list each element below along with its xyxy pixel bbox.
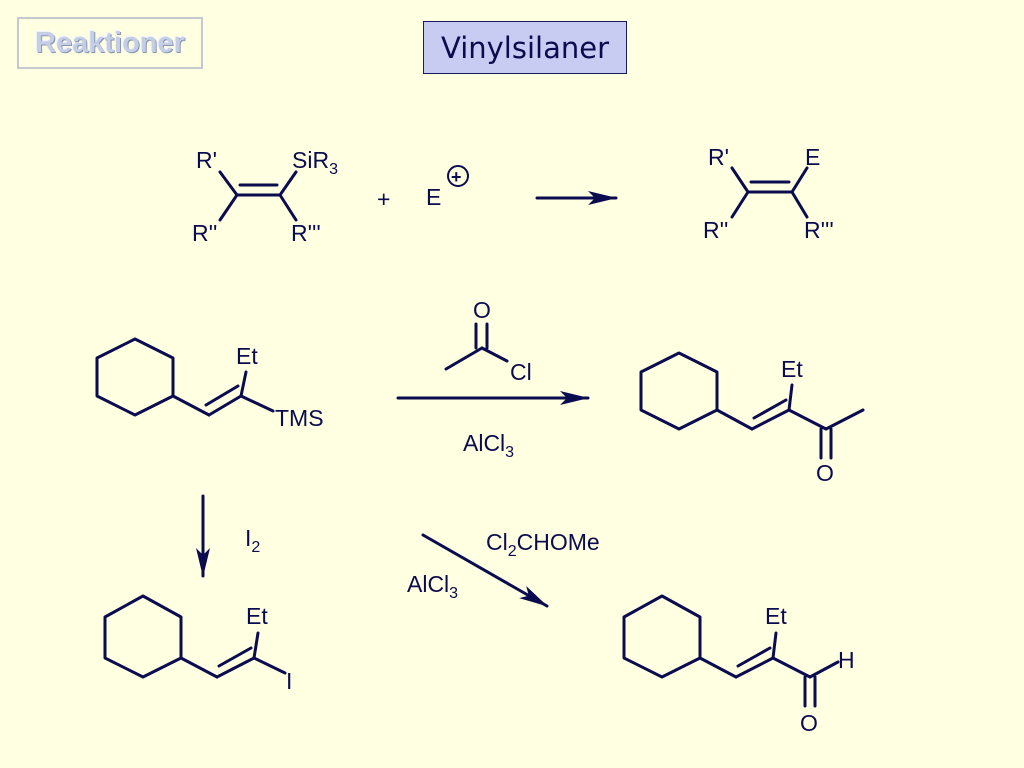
r1-electrophile: E [426,184,441,210]
reaction4-product [622,594,840,708]
r1-sm-rtriple: R''' [291,220,321,246]
r1-charge-sign: + [451,167,462,187]
r2-reagent-cl: Cl [510,359,532,385]
reaction2-acyl-chloride [444,322,509,371]
r2-pr-o: O [816,460,834,486]
r1-sm-si: SiR [292,147,329,173]
r4-reagent-chome: CHOMe [517,529,600,555]
reaction1-charge-circle [447,165,469,187]
r3-pr-i: I [286,668,292,694]
r1-pr-rprime: R' [708,144,729,170]
slide-title-text: Vinylsilaner [441,30,609,65]
reaction4-arrow [421,533,549,608]
r4-pr-o: O [800,710,818,736]
r2-sm-tms: TMS [275,405,324,431]
r1-pr-rtriple: R''' [804,217,834,243]
r2-catalyst: AlCl3 [463,430,514,461]
r2-reagent-o: O [473,297,491,323]
r4-catalyst-main: AlCl [407,571,449,597]
r4-reagent: Cl2CHOMe [486,529,600,560]
r4-pr-et: Et [765,603,787,629]
r1-sm-rdouble: R'' [192,220,217,246]
r2-sm-et: Et [236,343,258,369]
reaction2-product [639,351,865,460]
reaktioner-nav-button[interactable]: Reaktioner [17,17,203,69]
r1-pr-e: E [805,144,820,170]
r3-pr-et: Et [246,603,268,629]
reaction1-starting-material [218,170,298,222]
r1-sm-sir3: SiR3 [292,147,338,178]
r2-catalyst-main: AlCl [463,430,505,456]
r4-catalyst-sub: 3 [449,585,458,602]
r3-reagent: I2 [245,525,260,556]
reaktioner-nav-label: Reaktioner [35,26,185,59]
r1-plus-sign: + [377,186,390,212]
r4-pr-h: H [838,647,855,673]
reaction1-product [730,166,809,219]
r2-catalyst-sub: 3 [505,444,514,461]
reaction3-product [103,594,287,679]
r4-reagent-cl-sub: 2 [508,543,517,560]
slide-title: Vinylsilaner [423,21,627,74]
reaction2-starting-material [95,337,275,417]
r3-reagent-main: I [245,525,251,551]
r1-sm-si-sub: 3 [329,161,338,178]
r4-reagent-cl: Cl [486,529,508,555]
r3-reagent-sub: 2 [251,539,260,556]
r4-catalyst: AlCl3 [407,571,458,602]
r1-pr-rdouble: R'' [703,217,728,243]
r2-pr-et: Et [781,356,803,382]
r1-sm-rprime: R' [196,147,217,173]
